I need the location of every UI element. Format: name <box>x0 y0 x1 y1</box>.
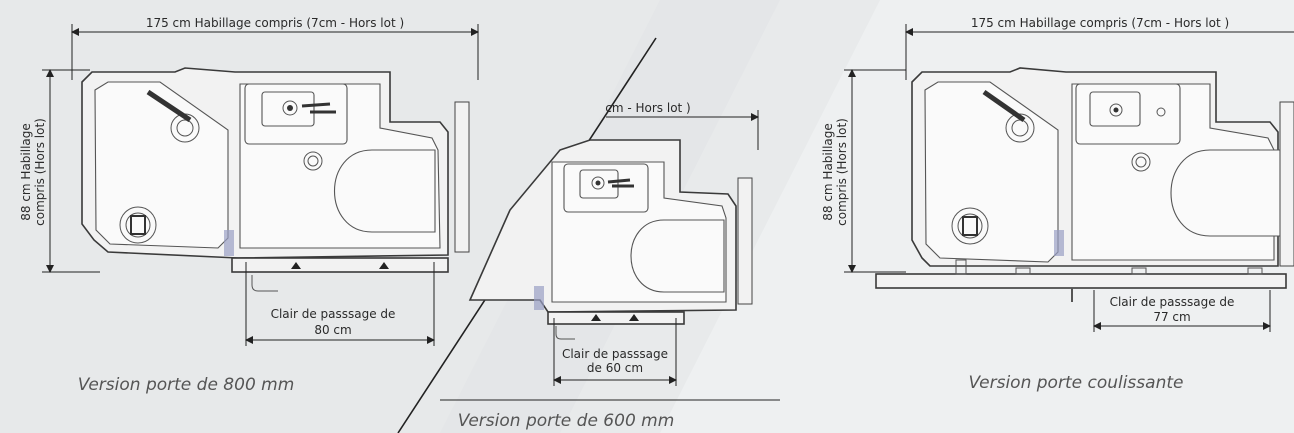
right-clearance-label-line2: 77 cm <box>1153 310 1190 324</box>
middle-clearance-label-line1: Clair de passsage <box>562 347 668 361</box>
right-height-label-line2: compris (Hors lot) <box>835 118 849 226</box>
left-caption: Version porte de 800 mm <box>78 375 295 395</box>
right-floor-plan <box>844 24 1294 332</box>
right-height-label-line1: 88 cm Habillage <box>821 123 835 221</box>
left-height-label-line2: compris (Hors lot) <box>33 118 47 226</box>
middle-caption: Version porte de 600 mm <box>458 411 675 431</box>
left-clearance-label-line2: 80 cm <box>314 323 351 337</box>
right-width-label: 175 cm Habillage compris (7cm - Hors lot… <box>971 16 1229 30</box>
left-clearance-label-line1: Clair de passsage de <box>271 307 396 321</box>
left-width-label: 175 cm Habillage compris (7cm - Hors lot… <box>146 16 404 30</box>
left-floor-plan <box>42 24 479 346</box>
right-caption: Version porte coulissante <box>969 373 1184 393</box>
middle-clearance-label-line2: de 60 cm <box>587 361 643 375</box>
left-height-label-line1: 88 cm Habillage <box>19 123 33 221</box>
middle-width-label: cm - Hors lot ) <box>605 101 691 115</box>
middle-floor-plan <box>397 37 780 433</box>
right-clearance-label-line1: Clair de passsage de <box>1110 295 1235 309</box>
